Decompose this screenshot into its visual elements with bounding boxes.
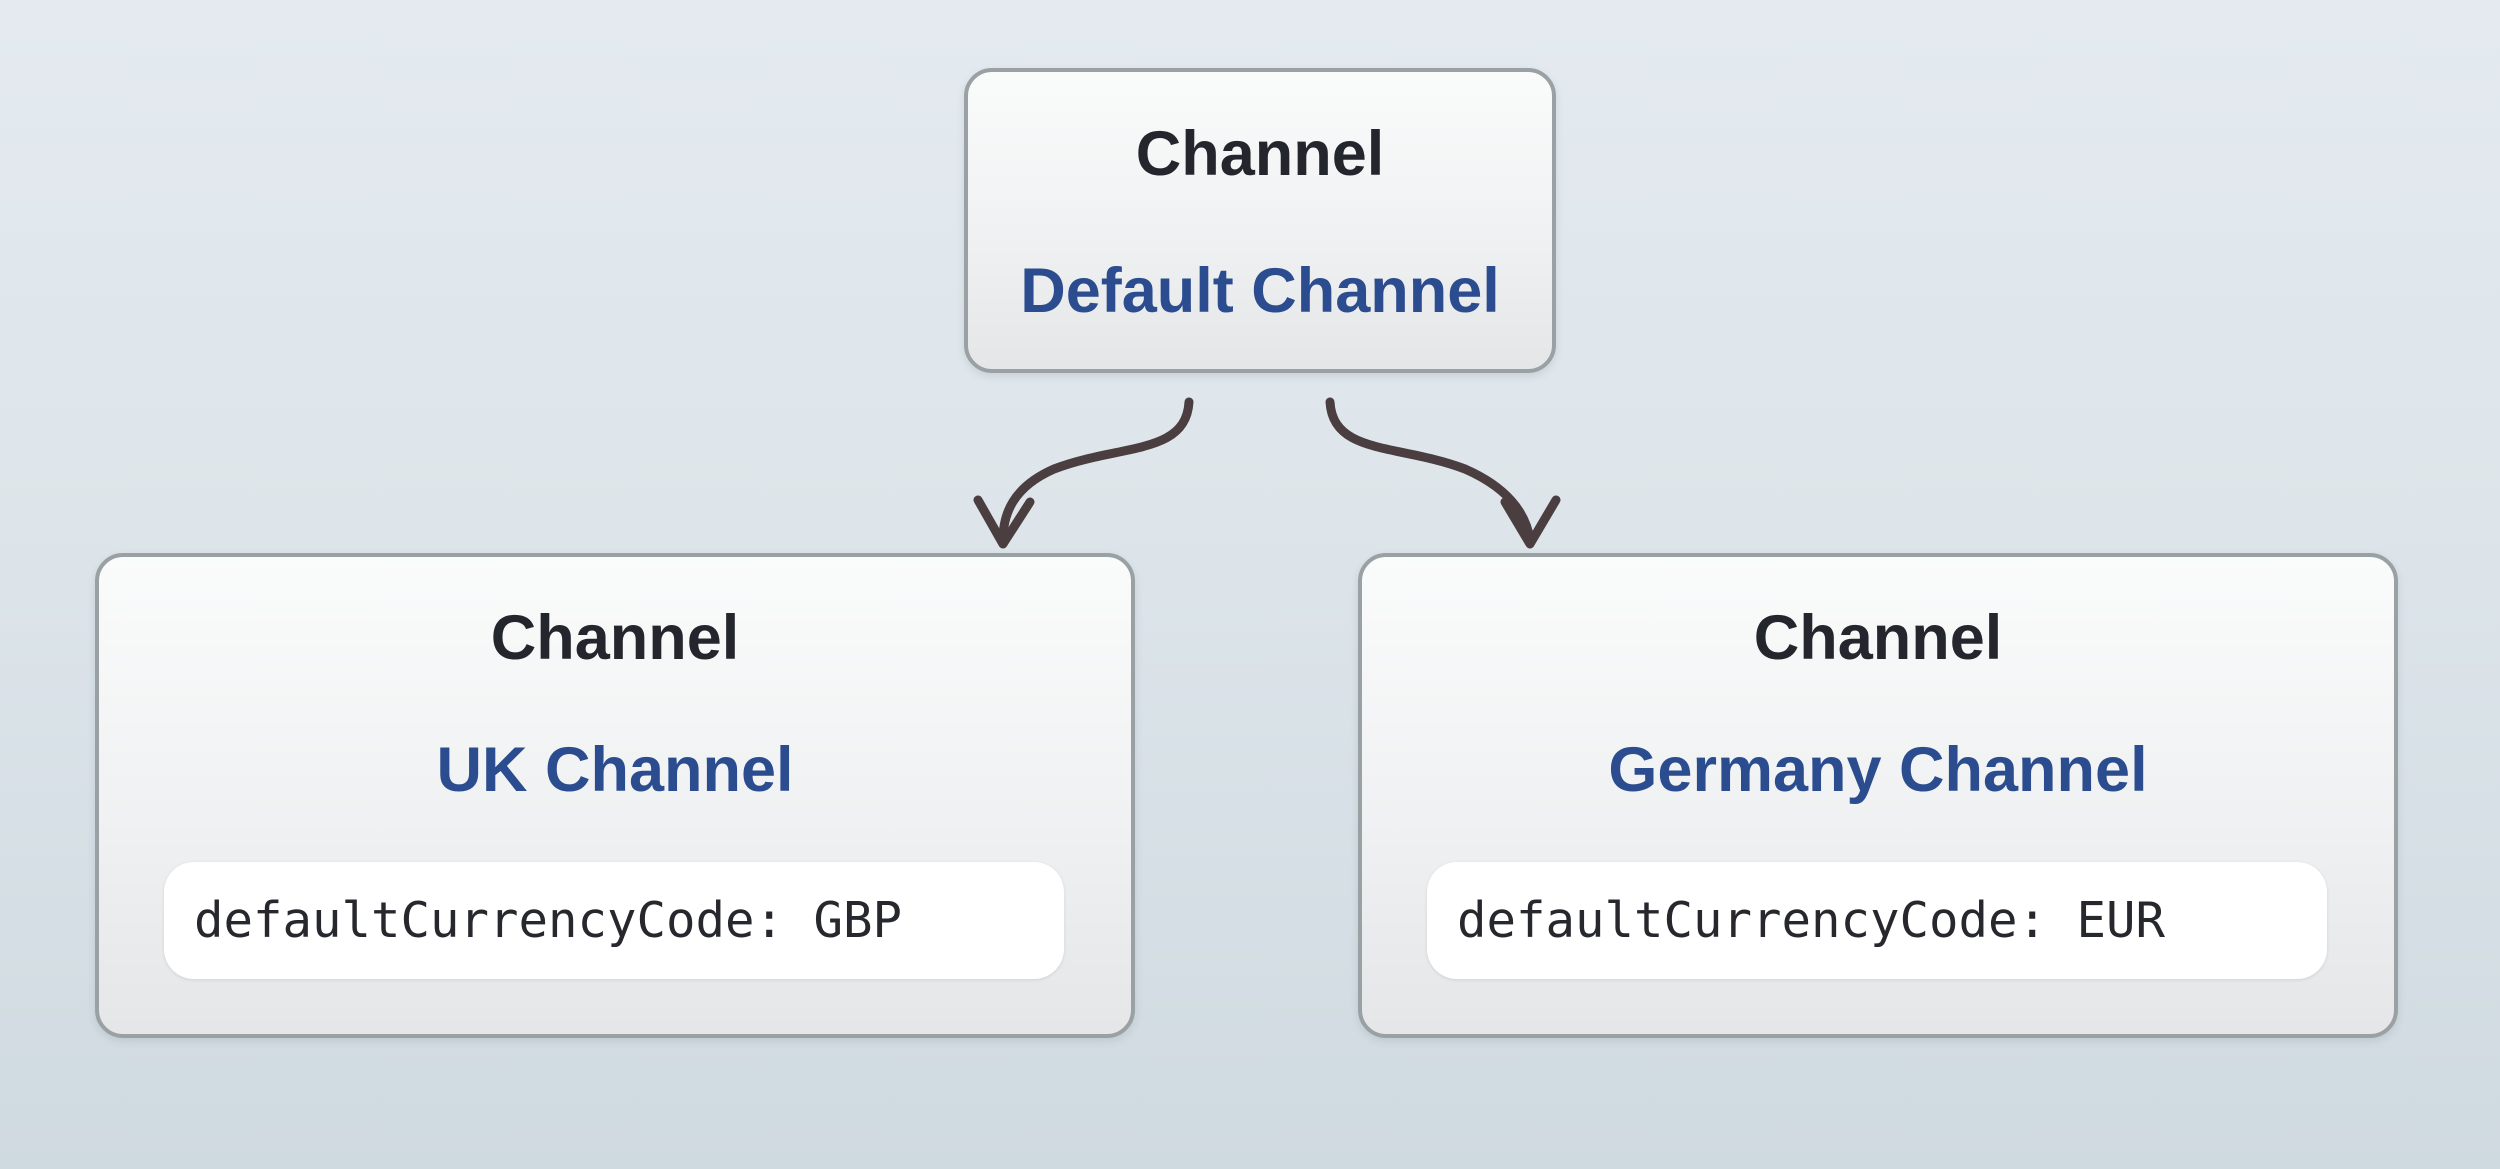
node-germany-channel-attribute-pill: defaultCurrencyCode: EUR [1427, 862, 2327, 979]
node-germany-channel-name: Germany Channel [1608, 735, 2148, 805]
node-uk-channel-attribute-pill: defaultCurrencyCode: GBP [164, 862, 1064, 979]
node-germany-channel: Channel Germany Channel defaultCurrencyC… [1358, 553, 2398, 1038]
node-uk-channel-name: UK Channel [436, 735, 794, 805]
node-uk-channel-type-label: Channel [490, 603, 740, 673]
arrow-default-to-germany-head [1500, 495, 1561, 549]
node-default-channel-type-label: Channel [1135, 119, 1385, 189]
arrow-default-to-uk-head [973, 495, 1035, 549]
arrow-default-to-uk [973, 397, 1194, 549]
arrow-default-to-uk-curve [998, 397, 1194, 545]
node-default-channel: Channel Default Channel [964, 68, 1556, 373]
arrow-default-to-germany-curve [1325, 397, 1535, 545]
node-uk-channel-attribute-code: defaultCurrencyCode: GBP [194, 892, 903, 949]
node-germany-channel-type-label: Channel [1753, 603, 2003, 673]
arrow-default-to-germany [1325, 397, 1561, 549]
node-default-channel-name: Default Channel [1020, 256, 1500, 326]
node-uk-channel: Channel UK Channel defaultCurrencyCode: … [95, 553, 1135, 1038]
node-germany-channel-attribute-code: defaultCurrencyCode: EUR [1457, 892, 2166, 949]
